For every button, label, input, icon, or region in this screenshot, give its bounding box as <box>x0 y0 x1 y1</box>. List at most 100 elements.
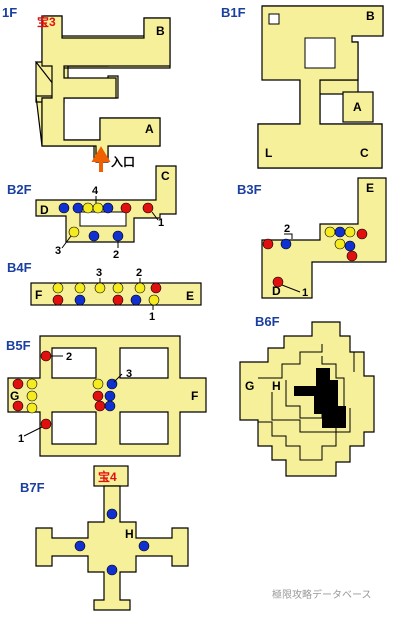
b5f-number-1: 1 <box>18 433 24 445</box>
b4f-blue-marker <box>74 294 86 306</box>
b3f-number-2: 2 <box>284 223 290 235</box>
b2f-blue-marker <box>58 202 70 214</box>
floor-b1f-room-a <box>342 91 374 123</box>
b4f-yellow-marker <box>134 282 146 294</box>
entrance-label: 入口 <box>111 155 135 169</box>
b2f-number-1: 1 <box>158 217 164 229</box>
b3f-red-marker <box>262 238 274 250</box>
b5f-blue-marker <box>104 390 116 402</box>
room-letter-h-b7f: H <box>125 527 134 541</box>
b6f-black-block <box>294 368 346 428</box>
b3f-yellow-marker <box>324 226 336 238</box>
treasure-3-label: 宝3 <box>37 14 56 29</box>
b5f-red-marker <box>92 390 104 402</box>
room-letter-h-b6f: H <box>272 379 281 393</box>
b4f-blue-marker <box>130 294 142 306</box>
b2f-blue-marker <box>102 202 114 214</box>
floor-label-b2f: B2F <box>7 182 32 197</box>
b7f-blue-marker <box>74 540 86 552</box>
b1f-inner-void <box>304 37 336 69</box>
b5f-yellow-marker <box>26 378 38 390</box>
room-letter-e-b3f: E <box>366 181 374 195</box>
floor-1f-main <box>41 15 171 163</box>
b4f-leader-lines <box>99 278 154 310</box>
b2f-yellow-marker <box>92 202 104 214</box>
entrance-arrow-icon <box>91 146 111 172</box>
b3f-red-marker <box>346 250 358 262</box>
floor-label-b1f: B1F <box>221 5 246 20</box>
b2f-yellow-marker <box>68 226 80 238</box>
b7f-blue-marker <box>106 508 118 520</box>
room-letter-c-b1f: C <box>360 146 369 160</box>
b3f-blue-marker <box>344 240 356 252</box>
b3f-yellow-marker <box>334 238 346 250</box>
b4f-yellow-marker <box>148 294 160 306</box>
b4f-number-3: 3 <box>96 267 102 279</box>
b2f-red-marker <box>120 202 132 214</box>
b3f-number-1: 1 <box>302 287 308 299</box>
b3f-leader-lines <box>281 233 301 293</box>
b4f-yellow-marker <box>112 282 124 294</box>
floor-label-b4f: B4F <box>7 260 32 275</box>
b4f-yellow-marker <box>52 282 64 294</box>
b6f-inner-walls <box>258 344 355 461</box>
b2f-number-4: 4 <box>92 185 99 197</box>
floor-b6f-main <box>239 321 375 477</box>
room-letter-e-b4f: E <box>186 289 194 303</box>
b5f-red-marker <box>40 418 52 430</box>
b5f-yellow-marker <box>26 390 38 402</box>
b3f-blue-marker <box>334 226 346 238</box>
room-letter-g-b6f: G <box>245 379 254 393</box>
floor-b1f-main <box>257 5 384 169</box>
b4f-number-1: 1 <box>149 311 155 323</box>
room-letter-g-b5f: G <box>10 389 19 403</box>
floor-label-b6f: B6F <box>255 314 280 329</box>
treasure-4-label: 宝4 <box>98 469 117 484</box>
b3f-yellow-marker <box>344 226 356 238</box>
floor-label-b3f: B3F <box>237 182 262 197</box>
b5f-red-marker <box>94 400 106 412</box>
room-letter-f-b4f: F <box>35 288 42 302</box>
b4f-red-marker <box>52 294 64 306</box>
b2f-leader-lines <box>61 196 159 249</box>
floor-b7f-main <box>35 485 189 611</box>
b3f-red-marker <box>272 276 284 288</box>
b5f-yellow-marker <box>92 378 104 390</box>
b5f-number-2: 2 <box>66 351 72 363</box>
b4f-red-marker <box>112 294 124 306</box>
b2f-inner-void <box>79 211 127 227</box>
floor-label-b5f: B5F <box>6 338 31 353</box>
b4f-red-marker <box>150 282 162 294</box>
b7f-blue-marker <box>138 540 150 552</box>
floor-label-1f: 1F <box>2 5 17 20</box>
b2f-blue-marker <box>88 230 100 242</box>
b3f-blue-marker <box>280 238 292 250</box>
b5f-red-marker <box>12 378 24 390</box>
room-letter-a-1f: A <box>145 122 154 136</box>
credit-text: 極限攻略データベース <box>272 588 372 601</box>
b4f-yellow-marker <box>74 282 86 294</box>
b5f-red-marker <box>12 400 24 412</box>
b2f-yellow-marker <box>82 202 94 214</box>
b2f-number-2: 2 <box>113 249 119 261</box>
b2f-blue-marker <box>72 202 84 214</box>
b4f-yellow-marker <box>94 282 106 294</box>
room-letter-b-1f: B <box>156 24 165 38</box>
b7f-blue-marker <box>106 564 118 576</box>
b5f-red-marker <box>40 350 52 362</box>
room-letter-d-b3f: D <box>272 284 281 298</box>
floor-b3f-main <box>261 177 387 299</box>
room-letter-b-b1f: B <box>366 9 375 23</box>
room-letter-d-b2f: D <box>40 203 49 217</box>
b3f-red-marker <box>356 228 368 240</box>
b2f-blue-marker <box>112 230 124 242</box>
room-letter-l-b1f: L <box>265 146 272 160</box>
room-letter-a-b1f: A <box>353 100 362 114</box>
b4f-number-2: 2 <box>136 267 142 279</box>
floor-label-b7f: B7F <box>20 480 45 495</box>
b5f-yellow-marker <box>26 402 38 414</box>
b2f-red-marker <box>142 202 154 214</box>
b5f-blue-marker <box>104 400 116 412</box>
